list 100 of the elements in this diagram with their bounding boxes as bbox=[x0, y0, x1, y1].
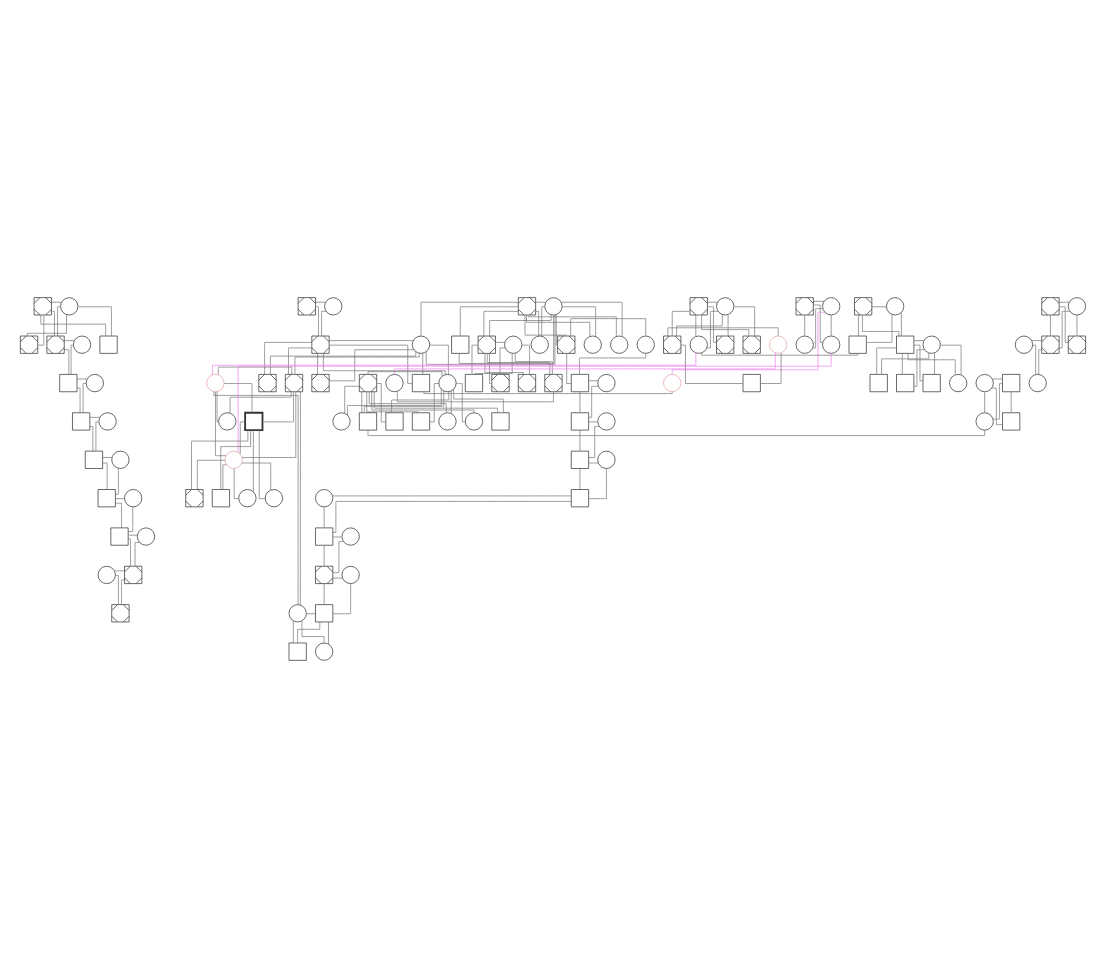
connector bbox=[984, 391, 986, 413]
connector bbox=[667, 327, 779, 337]
node-box bbox=[464, 374, 483, 393]
connector bbox=[114, 570, 125, 572]
connector bbox=[524, 314, 567, 337]
connector bbox=[940, 344, 962, 376]
node-box bbox=[570, 489, 589, 508]
connector bbox=[1059, 301, 1070, 303]
node-circle bbox=[332, 412, 351, 431]
node-box bbox=[869, 374, 888, 393]
connector bbox=[1031, 340, 1042, 341]
connector bbox=[566, 353, 572, 384]
node-circle bbox=[822, 335, 841, 354]
connector bbox=[95, 421, 100, 452]
node-circle bbox=[238, 489, 257, 508]
node-box bbox=[570, 374, 589, 393]
connector bbox=[115, 498, 125, 499]
connector bbox=[215, 391, 227, 457]
connector bbox=[315, 306, 319, 337]
node-circle bbox=[97, 565, 116, 584]
connector bbox=[241, 462, 272, 491]
connector bbox=[344, 385, 360, 414]
node-circle bbox=[597, 412, 616, 431]
connector bbox=[813, 304, 824, 343]
node-box bbox=[385, 412, 404, 431]
node-box bbox=[411, 412, 431, 431]
node-box bbox=[491, 412, 510, 431]
node-circle bbox=[769, 335, 788, 354]
node-circle bbox=[689, 335, 708, 354]
connector bbox=[862, 314, 900, 337]
connector bbox=[676, 314, 723, 337]
node-circle bbox=[73, 335, 92, 354]
node-circle bbox=[610, 335, 629, 354]
connector bbox=[332, 501, 572, 533]
node-circle bbox=[385, 374, 404, 393]
node-circle bbox=[975, 412, 994, 431]
node-circle bbox=[341, 527, 360, 546]
node-circle bbox=[438, 412, 457, 431]
node-box bbox=[97, 489, 116, 508]
connector bbox=[804, 314, 806, 337]
connector bbox=[233, 468, 239, 499]
connector bbox=[63, 349, 70, 375]
node-circle bbox=[636, 335, 655, 354]
connector bbox=[1058, 306, 1069, 343]
node-circle bbox=[341, 565, 360, 584]
connector bbox=[300, 391, 301, 606]
node-box bbox=[848, 335, 867, 354]
connector bbox=[82, 383, 87, 413]
node-circle bbox=[288, 604, 307, 623]
node-circle bbox=[949, 374, 968, 393]
connector bbox=[361, 391, 363, 413]
connector bbox=[264, 342, 313, 375]
connector bbox=[901, 353, 903, 375]
connector bbox=[196, 459, 226, 490]
connector bbox=[992, 383, 1003, 420]
connector bbox=[483, 311, 519, 337]
connector bbox=[570, 318, 647, 337]
connector bbox=[588, 380, 599, 382]
connector bbox=[560, 301, 623, 337]
node-circle bbox=[1067, 297, 1086, 316]
connector bbox=[871, 306, 887, 308]
connector bbox=[1038, 349, 1043, 375]
connector bbox=[458, 314, 554, 364]
connector bbox=[671, 311, 825, 375]
node-circle bbox=[264, 489, 283, 508]
connector bbox=[588, 421, 598, 423]
node-box bbox=[1002, 374, 1021, 393]
connector bbox=[270, 351, 417, 375]
node-box bbox=[922, 374, 941, 393]
node-circle bbox=[530, 335, 549, 354]
node-box bbox=[411, 374, 431, 393]
connector bbox=[701, 314, 750, 337]
node-circle bbox=[438, 374, 457, 393]
connector bbox=[323, 353, 446, 375]
node-box bbox=[358, 412, 378, 431]
connector bbox=[486, 353, 551, 375]
connector bbox=[332, 583, 351, 615]
connector bbox=[102, 462, 108, 490]
connector bbox=[489, 353, 492, 384]
connector bbox=[420, 301, 519, 337]
node-circle bbox=[1014, 335, 1033, 354]
connector bbox=[288, 347, 313, 375]
connector bbox=[991, 387, 1003, 425]
connector bbox=[294, 353, 420, 375]
node-circle bbox=[583, 335, 602, 354]
connector bbox=[102, 457, 113, 458]
node-box bbox=[315, 527, 334, 546]
connector bbox=[237, 353, 832, 453]
node-circle bbox=[324, 297, 343, 316]
node-box bbox=[896, 374, 915, 393]
node-box bbox=[570, 412, 589, 431]
connector bbox=[535, 311, 540, 337]
connector bbox=[121, 579, 125, 605]
connector bbox=[373, 391, 498, 414]
node-box bbox=[59, 374, 78, 393]
node-box bbox=[896, 335, 915, 354]
connector bbox=[57, 306, 61, 337]
connector bbox=[213, 391, 299, 605]
node-circle bbox=[597, 374, 616, 393]
node-box bbox=[570, 450, 589, 469]
